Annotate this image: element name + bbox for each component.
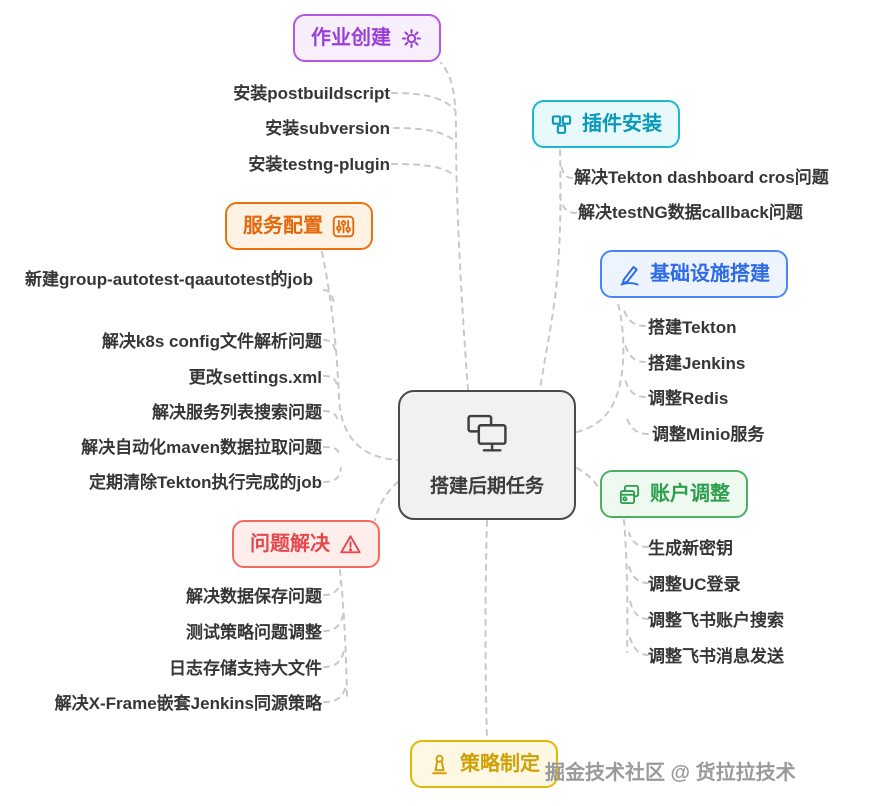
leaf-uc-login[interactable]: 调整UC登录 [648,575,741,594]
leaf-new-group-autotest-job[interactable]: 新建group-autotest-qaautotest的job [24,270,314,289]
leaf-test-strategy-adjust[interactable]: 测试策略问题调整 [186,623,322,642]
central-node[interactable]: 搭建后期任务 [398,390,576,520]
leaf-install-subversion[interactable]: 安装subversion [265,119,390,138]
branch-infrastructure[interactable]: 基础设施搭建 [600,250,788,298]
branch-account-adjust-label: 账户调整 [650,483,730,505]
leaf-new-secret-key[interactable]: 生成新密钥 [648,539,733,558]
leaf-install-testng-plugin[interactable]: 安装testng-plugin [248,155,390,174]
branch-service-config-label: 服务配置 [243,215,323,237]
leaf-clean-tekton-jobs[interactable]: 定期清除Tekton执行完成的job [89,473,322,492]
leaf-tekton-dashboard-cros[interactable]: 解决Tekton dashboard cros问题 [574,168,829,187]
leaf-feishu-account-search[interactable]: 调整飞书账户搜索 [648,611,784,630]
leaf-log-large-file[interactable]: 日志存储支持大文件 [169,659,322,678]
monitors-icon [460,413,514,463]
sliders-icon [332,215,355,238]
branch-problem-solving[interactable]: 问题解决 [232,520,380,568]
pen-icon [618,263,641,286]
branch-service-config[interactable]: 服务配置 [225,202,373,250]
leaf-adjust-redis[interactable]: 调整Redis [648,389,729,408]
leaf-k8s-config-parse[interactable]: 解决k8s config文件解析问题 [101,332,322,351]
watermark-text: 掘金技术社区 @ 货拉拉技术 [545,762,796,784]
leaf-xframe-jenkins-policy[interactable]: 解决X-Frame嵌套Jenkins同源策略 [54,694,322,713]
gear-icon [400,27,423,50]
branch-infrastructure-label: 基础设施搭建 [650,263,770,285]
leaf-install-postbuildscript[interactable]: 安装postbuildscript [233,84,390,103]
leaf-build-tekton[interactable]: 搭建Tekton [648,318,737,337]
leaf-feishu-message-send[interactable]: 调整飞书消息发送 [648,647,784,666]
branch-job-creation-label: 作业创建 [311,27,391,49]
branch-problem-solving-label: 问题解决 [250,533,330,555]
pawn-icon [428,753,451,776]
browser-window-icon [618,483,641,506]
branch-plugin-install[interactable]: 插件安装 [532,100,680,148]
branch-strategy-label: 策略制定 [460,753,540,775]
leaf-maven-data-pull[interactable]: 解决自动化maven数据拉取问题 [81,438,322,457]
packages-icon [550,113,573,136]
branch-strategy[interactable]: 策略制定 [410,740,558,788]
warning-icon [339,533,362,556]
branch-plugin-install-label: 插件安装 [582,113,662,135]
central-node-label: 搭建后期任务 [429,475,544,497]
branch-account-adjust[interactable]: 账户调整 [600,470,748,518]
leaf-testng-callback[interactable]: 解决testNG数据callback问题 [578,203,803,222]
branch-job-creation[interactable]: 作业创建 [293,14,441,62]
leaf-adjust-minio[interactable]: 调整Minio服务 [652,425,765,444]
leaf-change-settings-xml[interactable]: 更改settings.xml [188,368,322,387]
leaf-build-jenkins[interactable]: 搭建Jenkins [648,354,746,373]
leaf-data-save-problem[interactable]: 解决数据保存问题 [186,587,322,606]
leaf-service-list-search[interactable]: 解决服务列表搜索问题 [152,403,322,422]
